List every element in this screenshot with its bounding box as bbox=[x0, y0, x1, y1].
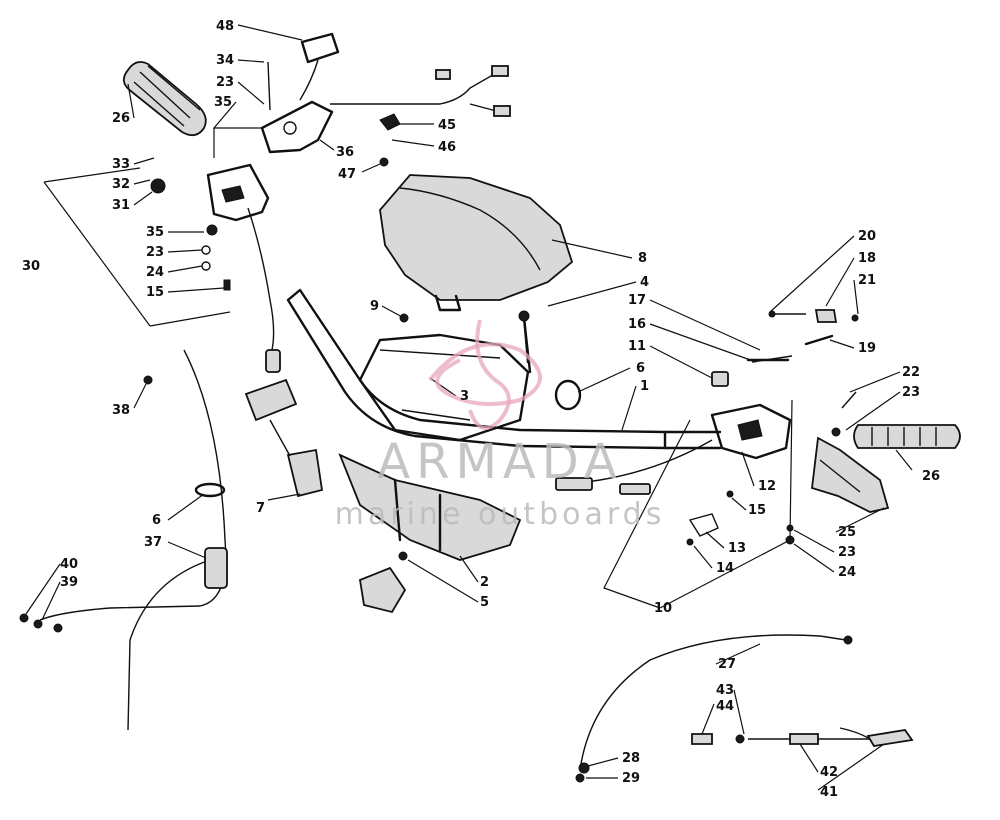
callout-8: 8 bbox=[638, 251, 647, 266]
callout-26-right: 26 bbox=[922, 469, 940, 484]
callout-19: 19 bbox=[858, 341, 876, 356]
callout-2: 2 bbox=[480, 575, 489, 590]
callout-30: 30 bbox=[22, 259, 40, 274]
callout-5: 5 bbox=[480, 595, 489, 610]
callout-labels: 48 34 23 35 26 33 32 31 30 35 23 24 15 4… bbox=[22, 19, 940, 800]
right-grip-part bbox=[831, 424, 961, 449]
callout-31: 31 bbox=[112, 198, 130, 213]
left-switch-housing-part bbox=[150, 163, 281, 373]
callout-16: 16 bbox=[628, 317, 646, 332]
wire-harness-part bbox=[330, 65, 511, 167]
callout-18: 18 bbox=[858, 251, 876, 266]
callout-46: 46 bbox=[438, 140, 456, 155]
left-grip-part bbox=[122, 61, 207, 137]
callout-3: 3 bbox=[460, 389, 469, 404]
callout-33: 33 bbox=[112, 157, 130, 172]
callout-10: 10 bbox=[654, 601, 672, 616]
callout-13: 13 bbox=[728, 541, 746, 556]
callout-39: 39 bbox=[60, 575, 78, 590]
throttle-cable-part bbox=[575, 634, 914, 783]
callout-9: 9 bbox=[370, 299, 379, 314]
watermark-brand: ARMADA bbox=[377, 434, 622, 490]
callout-36: 36 bbox=[336, 145, 354, 160]
handlebar-part bbox=[286, 288, 722, 450]
throttle-lever-part bbox=[811, 436, 890, 513]
callout-11: 11 bbox=[628, 339, 646, 354]
callout-48: 48 bbox=[216, 19, 234, 34]
callout-28: 28 bbox=[622, 751, 640, 766]
callout-25: 25 bbox=[838, 525, 856, 540]
callout-38: 38 bbox=[112, 403, 130, 418]
callout-15-b: 15 bbox=[748, 503, 766, 518]
callout-40: 40 bbox=[60, 557, 78, 572]
callout-6-b: 6 bbox=[152, 513, 161, 528]
callout-41: 41 bbox=[820, 785, 838, 800]
callout-37: 37 bbox=[144, 535, 162, 550]
callout-24: 24 bbox=[146, 265, 164, 280]
watermark: ARMADA marine outboards bbox=[335, 319, 666, 532]
headlight-cover-part bbox=[379, 174, 574, 312]
callout-44: 44 bbox=[716, 699, 734, 714]
callout-23-b: 23 bbox=[146, 245, 164, 260]
callout-23-c: 23 bbox=[902, 385, 920, 400]
brake-cable-part bbox=[19, 349, 324, 731]
callout-1: 1 bbox=[640, 379, 649, 394]
callout-4: 4 bbox=[640, 275, 649, 290]
callout-35: 35 bbox=[214, 95, 232, 110]
callout-42: 42 bbox=[820, 765, 838, 780]
callout-23: 23 bbox=[216, 75, 234, 90]
callout-12: 12 bbox=[758, 479, 776, 494]
callout-14: 14 bbox=[716, 561, 734, 576]
callout-22: 22 bbox=[902, 365, 920, 380]
callout-6: 6 bbox=[636, 361, 645, 376]
brake-bracket-part bbox=[260, 32, 340, 154]
callout-17: 17 bbox=[628, 293, 646, 308]
hardware-upper-right-part bbox=[746, 309, 859, 545]
callout-26-left: 26 bbox=[112, 111, 130, 126]
callout-35-b: 35 bbox=[146, 225, 164, 240]
callout-27: 27 bbox=[718, 657, 736, 672]
callout-21: 21 bbox=[858, 273, 876, 288]
callout-7: 7 bbox=[256, 501, 265, 516]
callout-47: 47 bbox=[338, 167, 356, 182]
retaining-ring-part bbox=[399, 310, 582, 411]
lower-mount-part bbox=[338, 453, 522, 614]
callout-32: 32 bbox=[112, 177, 130, 192]
leader-lines bbox=[25, 24, 913, 791]
callout-43: 43 bbox=[716, 683, 734, 698]
callout-20: 20 bbox=[858, 229, 876, 244]
callout-15: 15 bbox=[146, 285, 164, 300]
parts-layer bbox=[19, 32, 961, 783]
callout-45: 45 bbox=[438, 118, 456, 133]
callout-34: 34 bbox=[216, 53, 234, 68]
watermark-tagline: marine outboards bbox=[335, 497, 666, 532]
callout-24-b: 24 bbox=[838, 565, 856, 580]
callout-29: 29 bbox=[622, 771, 640, 786]
callout-23-d: 23 bbox=[838, 545, 856, 560]
